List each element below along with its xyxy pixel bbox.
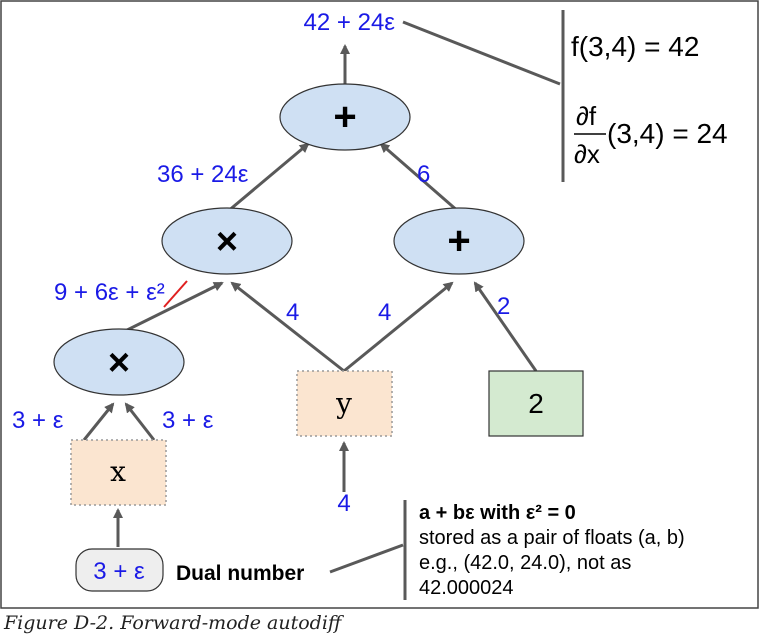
df-args: (3,4) = 24 [607, 118, 728, 149]
add-right-symbol: + [447, 219, 470, 263]
var-x-node [70, 439, 167, 506]
mul-mid-symbol: × [216, 221, 238, 263]
legend-line-4: 42.000024 [419, 577, 514, 599]
mul-node-mid [161, 207, 293, 275]
var-y-label: y [335, 387, 352, 420]
x-left-label: 3 + ε [12, 407, 64, 434]
add-top-symbol: + [333, 95, 356, 139]
dual-number-node [75, 548, 164, 592]
add-right-out-label: 6 [417, 161, 430, 188]
y-input-label: 4 [337, 490, 350, 517]
const-out-label: 2 [497, 293, 510, 320]
y-to-mul-label: 4 [286, 299, 299, 326]
var-x-label: x [110, 455, 126, 488]
legend-line-3: e.g., (42.0, 24.0), not as [419, 552, 631, 574]
dual-input-label: 3 + ε [93, 558, 145, 585]
legend-line-2: stored as a pair of floats (a, b) [419, 527, 685, 549]
callout-line-bottom [329, 543, 404, 574]
mul-low-out-struck: ε² [146, 279, 165, 306]
df-numerator: ∂f [576, 101, 597, 131]
callout-line-top [402, 20, 561, 86]
add-node-right [393, 207, 525, 275]
edge-x-left [82, 402, 115, 441]
legend-line-1: a + bε with ε² = 0 [419, 502, 576, 524]
root-output-label: 42 + 24ε [304, 9, 396, 36]
mul-node-low [53, 328, 185, 396]
edge-add-to-add [379, 142, 460, 214]
edge-mul-low-to-mul [118, 281, 224, 336]
edge-y-to-mul [230, 281, 345, 373]
add-node-top [279, 83, 411, 151]
mul-low-out-main: 9 + 6ε + [54, 279, 146, 306]
strike-mark [163, 280, 188, 308]
edge-mul-to-add [226, 142, 310, 214]
edge-y-to-add [343, 281, 454, 373]
edge-const-to-add [473, 281, 538, 372]
y-to-add-label: 4 [378, 299, 391, 326]
dual-number-label: Dual number [176, 562, 304, 585]
const-2-label: 2 [528, 388, 544, 419]
figure-frame [0, 0, 759, 609]
mul-low-symbol: × [108, 342, 130, 384]
x-right-label: 3 + ε [162, 407, 214, 434]
edge-x-right [124, 402, 156, 441]
var-y-node [296, 370, 393, 437]
mul-mid-out-label: 36 + 24ε [157, 161, 249, 188]
f-value-text: f(3,4) = 42 [571, 31, 699, 62]
const-2-node [488, 370, 584, 437]
figure-caption: Figure D-2. Forward-mode autodiff [4, 612, 342, 634]
mul-low-out-label: 9 + 6ε + ε² [54, 279, 165, 306]
df-denominator: ∂x [574, 139, 600, 169]
